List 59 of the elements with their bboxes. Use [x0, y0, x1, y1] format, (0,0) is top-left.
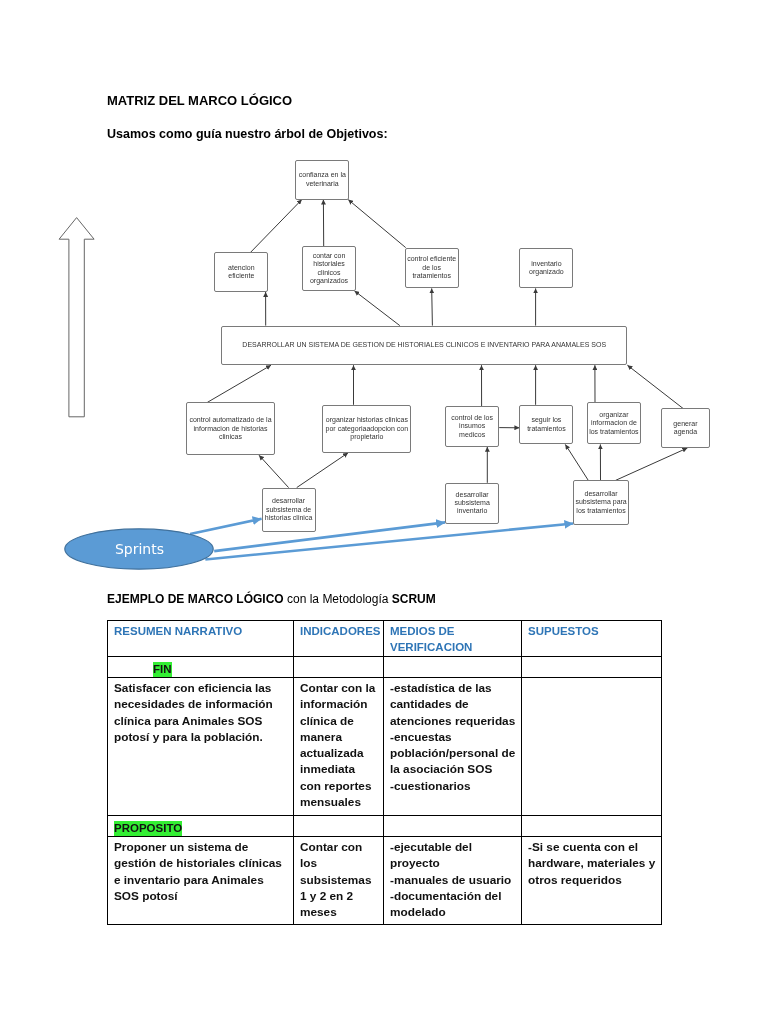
arrow — [498, 425, 520, 431]
objective-box — [185, 402, 276, 456]
table-text: Proponer un sistema de gestión de historiales clínicas e inventario para Animales SOS potosí — [114, 839, 283, 905]
table-text: -estadística de las cantidades de atenciones requeridas — [390, 680, 517, 729]
objective-box — [302, 246, 357, 291]
arrow — [189, 516, 262, 536]
arrow — [353, 290, 401, 327]
table-text: Contar con los subsistemas 1 y 2 en 2 meses — [300, 839, 373, 921]
objective-box — [261, 487, 316, 532]
objective-box — [661, 408, 710, 448]
arrow — [592, 364, 598, 403]
table-text: Contar con la información clínica de manera actualizada inmediata con reportes mensuales — [300, 680, 377, 811]
objective-box — [445, 482, 500, 524]
objective-box — [586, 402, 641, 445]
arrow — [533, 364, 539, 406]
arrow — [626, 364, 684, 409]
arrow — [205, 519, 574, 561]
table-text: -Si se cuenta con el hardware, materiales y otros requeridos — [528, 839, 657, 888]
page-title: MATRIZ DEL MARCO LÓGICO — [107, 93, 293, 108]
arrow — [263, 291, 269, 327]
arrow — [296, 452, 349, 489]
arrow — [214, 519, 446, 553]
node-text: Sprints — [113, 541, 165, 558]
arrow — [484, 446, 490, 484]
arrow — [320, 199, 326, 247]
arrow — [479, 364, 484, 407]
objective-box — [214, 252, 269, 292]
objective-box — [404, 247, 459, 289]
arrow — [206, 364, 272, 403]
arrow — [533, 287, 539, 327]
section-heading: EJEMPLO DE MARCO LÓGICO con la Metodología SCRUM — [107, 592, 436, 606]
arrow — [597, 443, 603, 481]
objective-box — [519, 247, 574, 289]
row-heading: PROPOSITO — [114, 821, 183, 836]
objective-band — [221, 325, 628, 366]
column-header: RESUMEN NARRATIVO — [114, 624, 244, 639]
arrow — [615, 447, 688, 481]
arrow — [429, 287, 435, 327]
objective-box — [573, 480, 629, 525]
column-header: MEDIOS DE VERIFICACION — [390, 624, 474, 656]
section-heading: Usamos como guía nuestro árbol de Objetivos: — [107, 127, 388, 141]
row-heading: FIN — [153, 662, 172, 677]
table-text: -cuestionarios — [390, 777, 472, 795]
arrow — [347, 199, 407, 249]
objective-box — [322, 404, 412, 453]
objective-box — [445, 406, 500, 447]
ellipse-node — [64, 528, 215, 571]
table-text: -ejecutable del proyecto — [390, 839, 473, 872]
table-text: -documentación del modelado — [390, 887, 503, 921]
table-text: -encuestas población/personal de la asociación SOS — [390, 728, 517, 778]
objective-box — [295, 160, 350, 200]
arrow — [564, 443, 589, 481]
table-text: Satisfacer con eficiencia las necesidades de información clínica para Animales SOS potosí y para la población. — [114, 680, 274, 746]
arrow — [258, 454, 290, 489]
objective-box — [519, 404, 574, 445]
column-header: SUPUESTOS — [528, 624, 600, 639]
arrow — [351, 364, 356, 406]
table-text: -manuales de usuario — [390, 871, 513, 888]
arrow — [250, 199, 303, 253]
